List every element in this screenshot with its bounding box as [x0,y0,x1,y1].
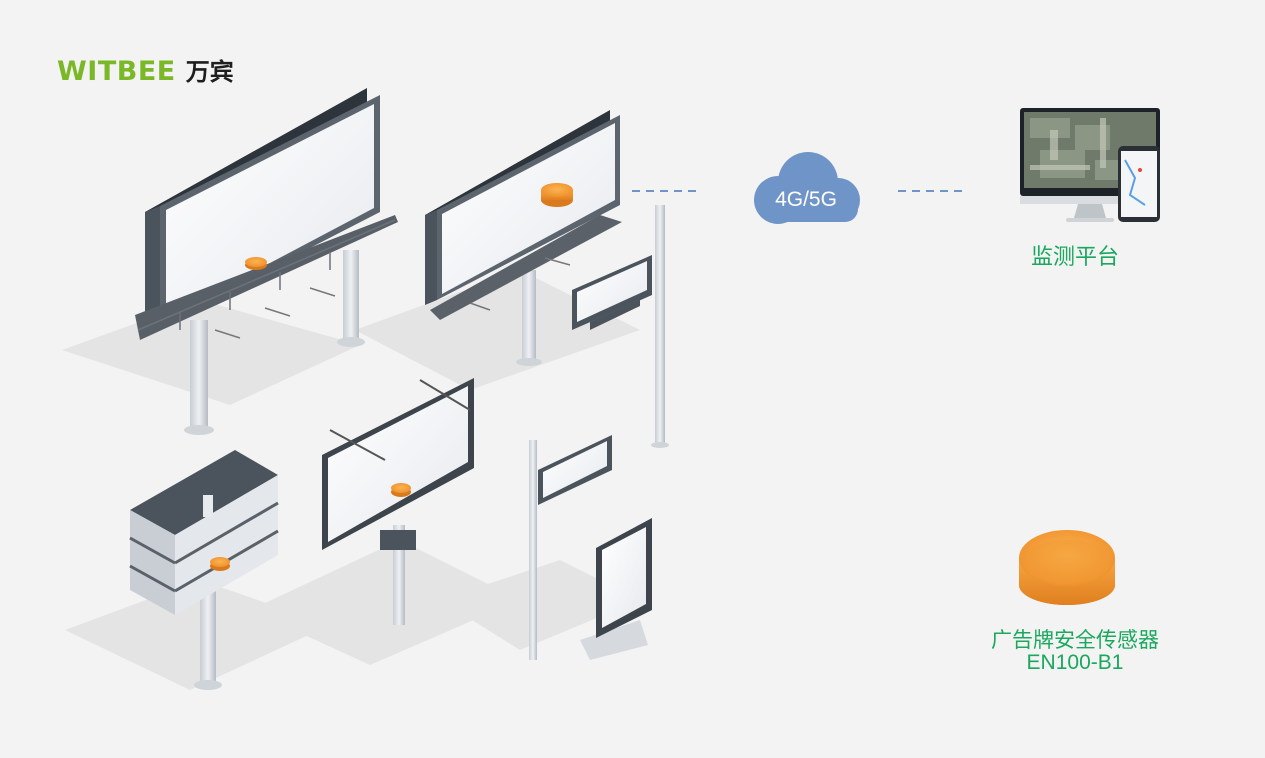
monitor-platform-label: 监测平台 [1030,244,1119,269]
sensor-name-label: 广告牌安全传感器 [991,629,1159,652]
ground-shadows [62,270,640,690]
billboard-large [135,88,398,435]
network-label: 4G/5G [775,188,837,211]
billboard-flat [322,378,474,625]
billboard-box [129,450,279,690]
cloud-icon: 4G/5G [754,152,860,224]
pole-sign-short [529,435,612,660]
pole-sign-tall [572,205,669,448]
billboard-medium [425,110,622,366]
monitor-icon [1020,108,1160,222]
brand-logo: WITBEE 万宾 [57,52,234,87]
sensor-model-label: EN100-B1 [1026,651,1124,674]
brand-name-cn: 万宾 [185,58,234,86]
brand-name-en: WITBEE [57,56,176,87]
sensor-device-icon [1019,530,1115,605]
lightbox-kiosk [580,518,652,660]
